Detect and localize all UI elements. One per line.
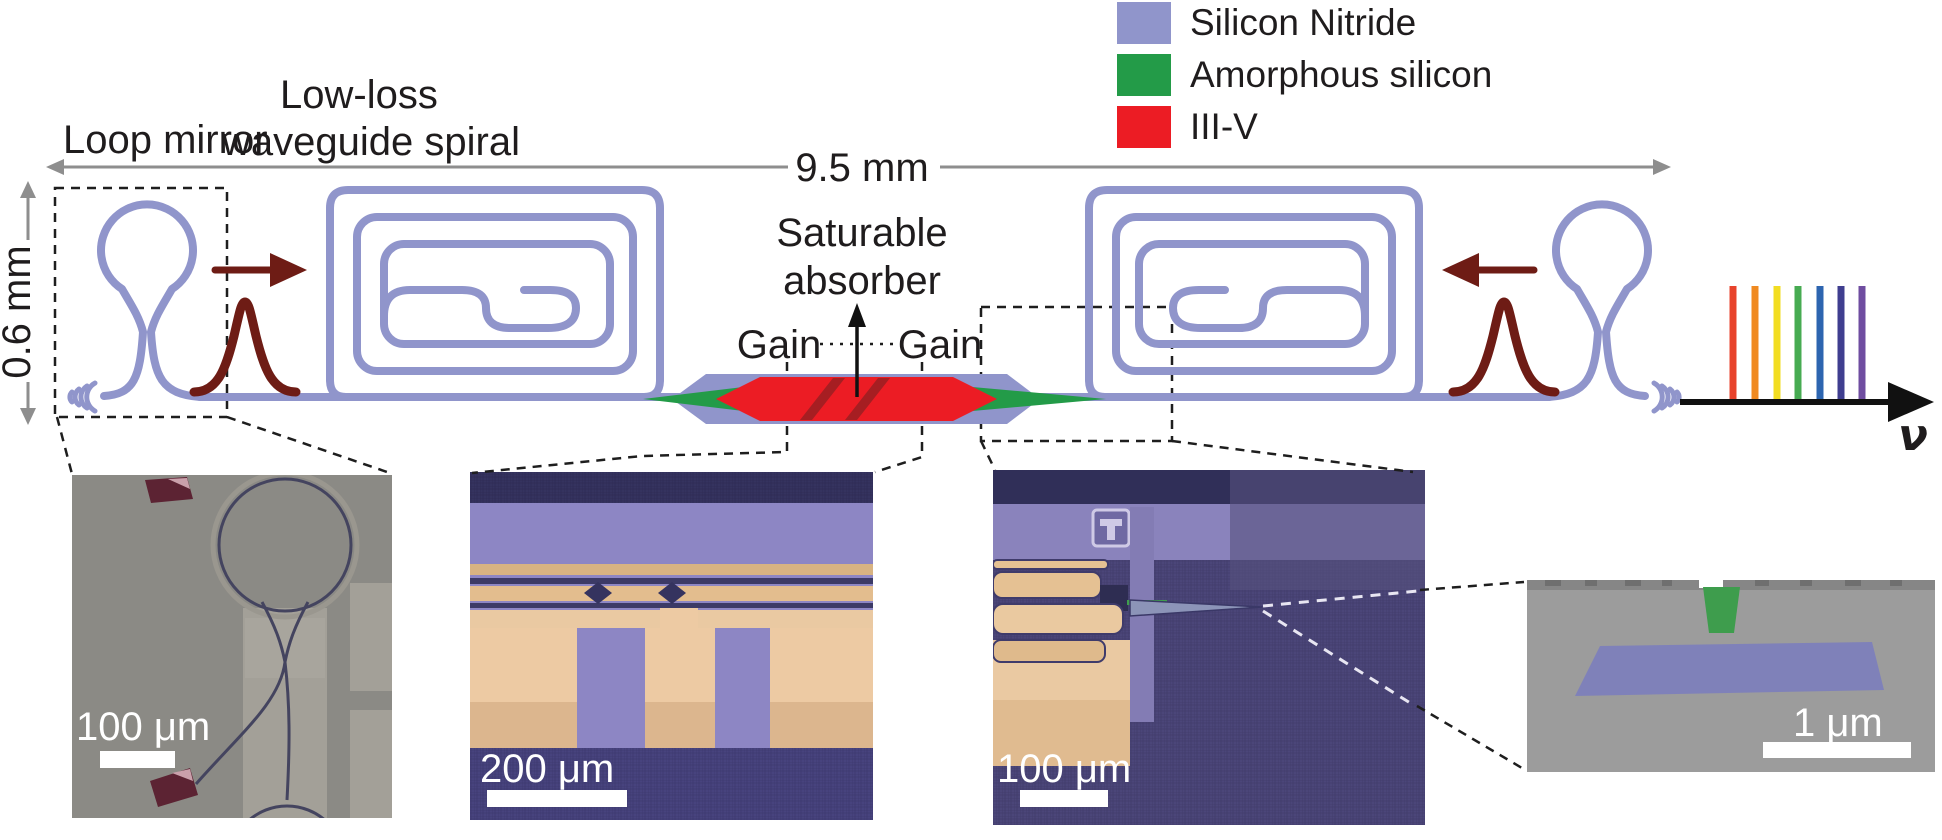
legend-label: Amorphous silicon [1190,54,1492,95]
saturable-absorber-stripe [845,378,890,420]
metal-pad [350,583,392,691]
scale-bar-label: 100 μm [76,705,210,749]
scale-bar [100,751,175,768]
electrode-finger [993,559,1109,570]
callout-line [979,440,997,471]
pulse-arrowhead [270,253,307,287]
second-loop-edge [249,804,325,818]
scale-bar-label: 200 μm [480,747,614,791]
axis-arrowhead [1888,382,1934,422]
surface-notches [1545,580,1902,586]
arrowhead-up [20,181,36,198]
spiral-outer-turn [326,186,664,401]
left-half [67,186,664,414]
loop-mirror-waveguide [97,200,204,401]
callout-line [55,416,74,475]
cavity-length-label: 9.5 mm [795,146,928,190]
callout-line [1419,580,1525,592]
annotations: Loop mirror Low-loss waveguide spiral 9.… [0,73,982,379]
waveguide-cross-section-sem: 1 μm [1527,580,1935,772]
pointer-arrowhead [848,303,866,327]
pad-lower-half [645,702,715,754]
saturable-absorber-stripe [800,378,845,420]
cavity-dimension-arrows [20,159,1671,425]
callout-line [1416,704,1523,770]
callout-line [471,362,789,475]
scale-bar-label: 1 μm [1793,701,1883,745]
saturable-absorber-label-line2: absorber [783,259,941,303]
absorber-electrode-gap [658,582,686,604]
sem-top-surface [1527,580,1935,590]
scale-bar-label: 100 μm [997,747,1131,791]
iii-v-gain-mesa [716,377,997,421]
texture [470,472,873,503]
frequency-axis-label: ν [1898,410,1928,461]
gain-section-micrograph: 200 μm [470,472,873,820]
saturable-absorber-pointer [848,303,866,397]
zoom-callout-line-white [1262,589,1419,608]
y-junction-waveguide [194,601,310,801]
cavity-height-label: 0.6 mm [0,245,39,378]
taper-region-micrograph: 100 μm [993,470,1425,825]
arrowhead-down [20,408,36,425]
alignment-marker-T [1107,519,1115,540]
scale-bar [1020,790,1108,807]
waveguide-taper-tip [1129,599,1263,617]
loop-mirror-micrograph: 100 μm [72,475,392,818]
legend: Silicon Nitride Amorphous silicon III-V [1117,2,1492,148]
silicon-nitride-slab [1575,642,1884,696]
amorphous-silicon-waveguide [1703,587,1740,633]
spiral-center-s-bend [380,286,580,332]
callout-line [1171,439,1414,474]
legend-swatch-amorphous-silicon [1117,54,1171,96]
optical-pulse [189,297,301,397]
legend-swatch-iii-v [1117,106,1171,148]
legend-label: Silicon Nitride [1190,2,1416,43]
pad-lower-half [770,702,873,754]
metal-pad [350,710,392,818]
gain-label-right: Gain [898,323,983,367]
scale-bar [1763,742,1911,758]
electrode-finger [993,603,1124,635]
facet-notch [1699,580,1723,588]
frequency-comb: ν [1680,286,1934,461]
edge-coupler-taper-icon [67,380,98,414]
electrode-finger [993,571,1102,599]
legend-swatch-silicon-nitride [1117,2,1171,44]
facet-highlight [168,478,190,489]
right-half-mirrored [1089,190,1679,411]
electrode-finger [993,639,1106,663]
absorber-electrode-gap [584,582,612,604]
spiral-middle-turn [353,213,637,375]
field-variation [1230,470,1425,590]
loop-mirror-callout-box [53,186,229,419]
gain-device [643,374,1106,424]
scale-bar [487,790,627,807]
arrowhead-right [1653,159,1671,175]
spiral-label-line2: waveguide spiral [221,120,520,164]
laser-cavity-schematic [67,186,1679,424]
saturable-absorber-label-line1: Saturable [776,211,947,255]
loop-mirror-label: Loop mirror [63,118,268,162]
trench-line [470,578,873,584]
facet-highlight [172,769,193,781]
pad-lower-half [470,702,577,754]
metal-trace [470,564,873,575]
amorphous-silicon-taper-right [950,385,1106,413]
legend-label: III-V [1190,106,1258,147]
callout-line [226,415,391,475]
spiral-label-line1: Low-loss [280,73,438,117]
zoom-callout-line-white [1262,609,1416,708]
gain-label-left: Gain [737,323,822,367]
spiral-inner-turn [380,240,614,348]
trench-line [470,603,873,608]
arrowhead-left [46,159,64,175]
loop-waveguide [217,477,353,613]
waveguide-trench [210,475,360,620]
texture [470,748,873,820]
pad-lower-half [993,700,1130,766]
